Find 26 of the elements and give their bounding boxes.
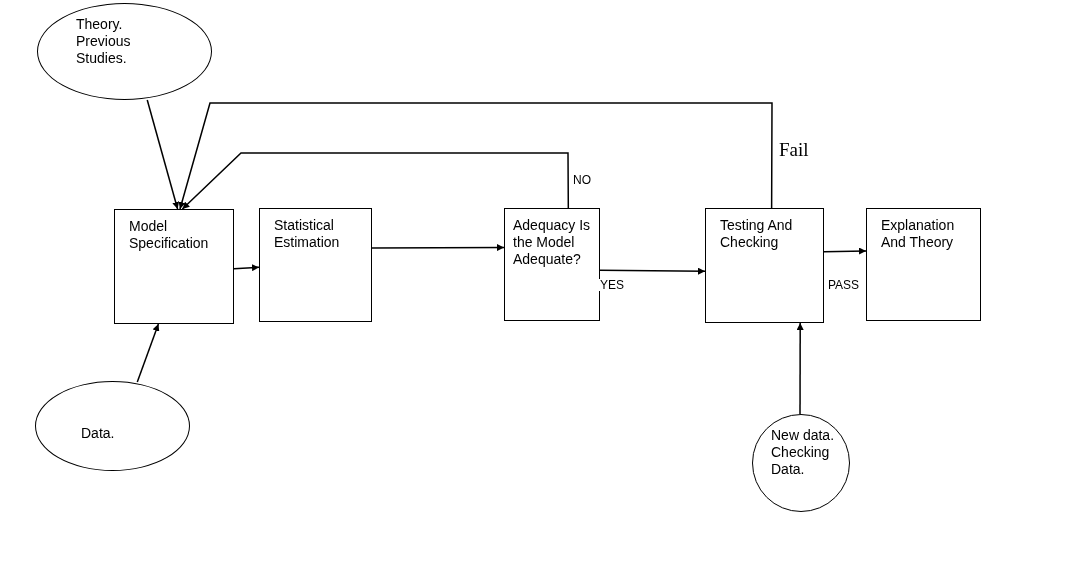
arrow	[146, 99, 180, 210]
node-label: Theory. Previous Studies.	[76, 16, 132, 67]
arrow	[178, 102, 773, 210]
process-box	[705, 208, 824, 323]
node-label: Statistical Estimation	[274, 217, 341, 251]
process-box	[114, 209, 234, 324]
process-box	[259, 208, 372, 322]
arrow	[796, 322, 804, 415]
edge-label: Fail	[778, 140, 810, 159]
arrow	[233, 264, 260, 272]
arrow	[136, 323, 160, 383]
node-label: Adequacy Is the Model Adequate?	[513, 217, 592, 268]
edge-label: PASS	[827, 279, 861, 291]
node-label: New data. Checking Data.	[771, 427, 836, 478]
node-label: Explanation And Theory	[881, 217, 956, 251]
node-label: Model Specification	[129, 218, 210, 252]
arrow	[599, 267, 706, 275]
edge-label: YES	[599, 279, 625, 291]
arrow	[181, 152, 570, 210]
process-box	[866, 208, 981, 321]
node-label: Data.	[81, 425, 116, 442]
node-label: Testing And Checking	[720, 217, 794, 251]
process-box	[504, 208, 600, 321]
arrow	[371, 244, 505, 252]
edge-label: NO	[572, 174, 592, 186]
arrow	[823, 247, 867, 255]
